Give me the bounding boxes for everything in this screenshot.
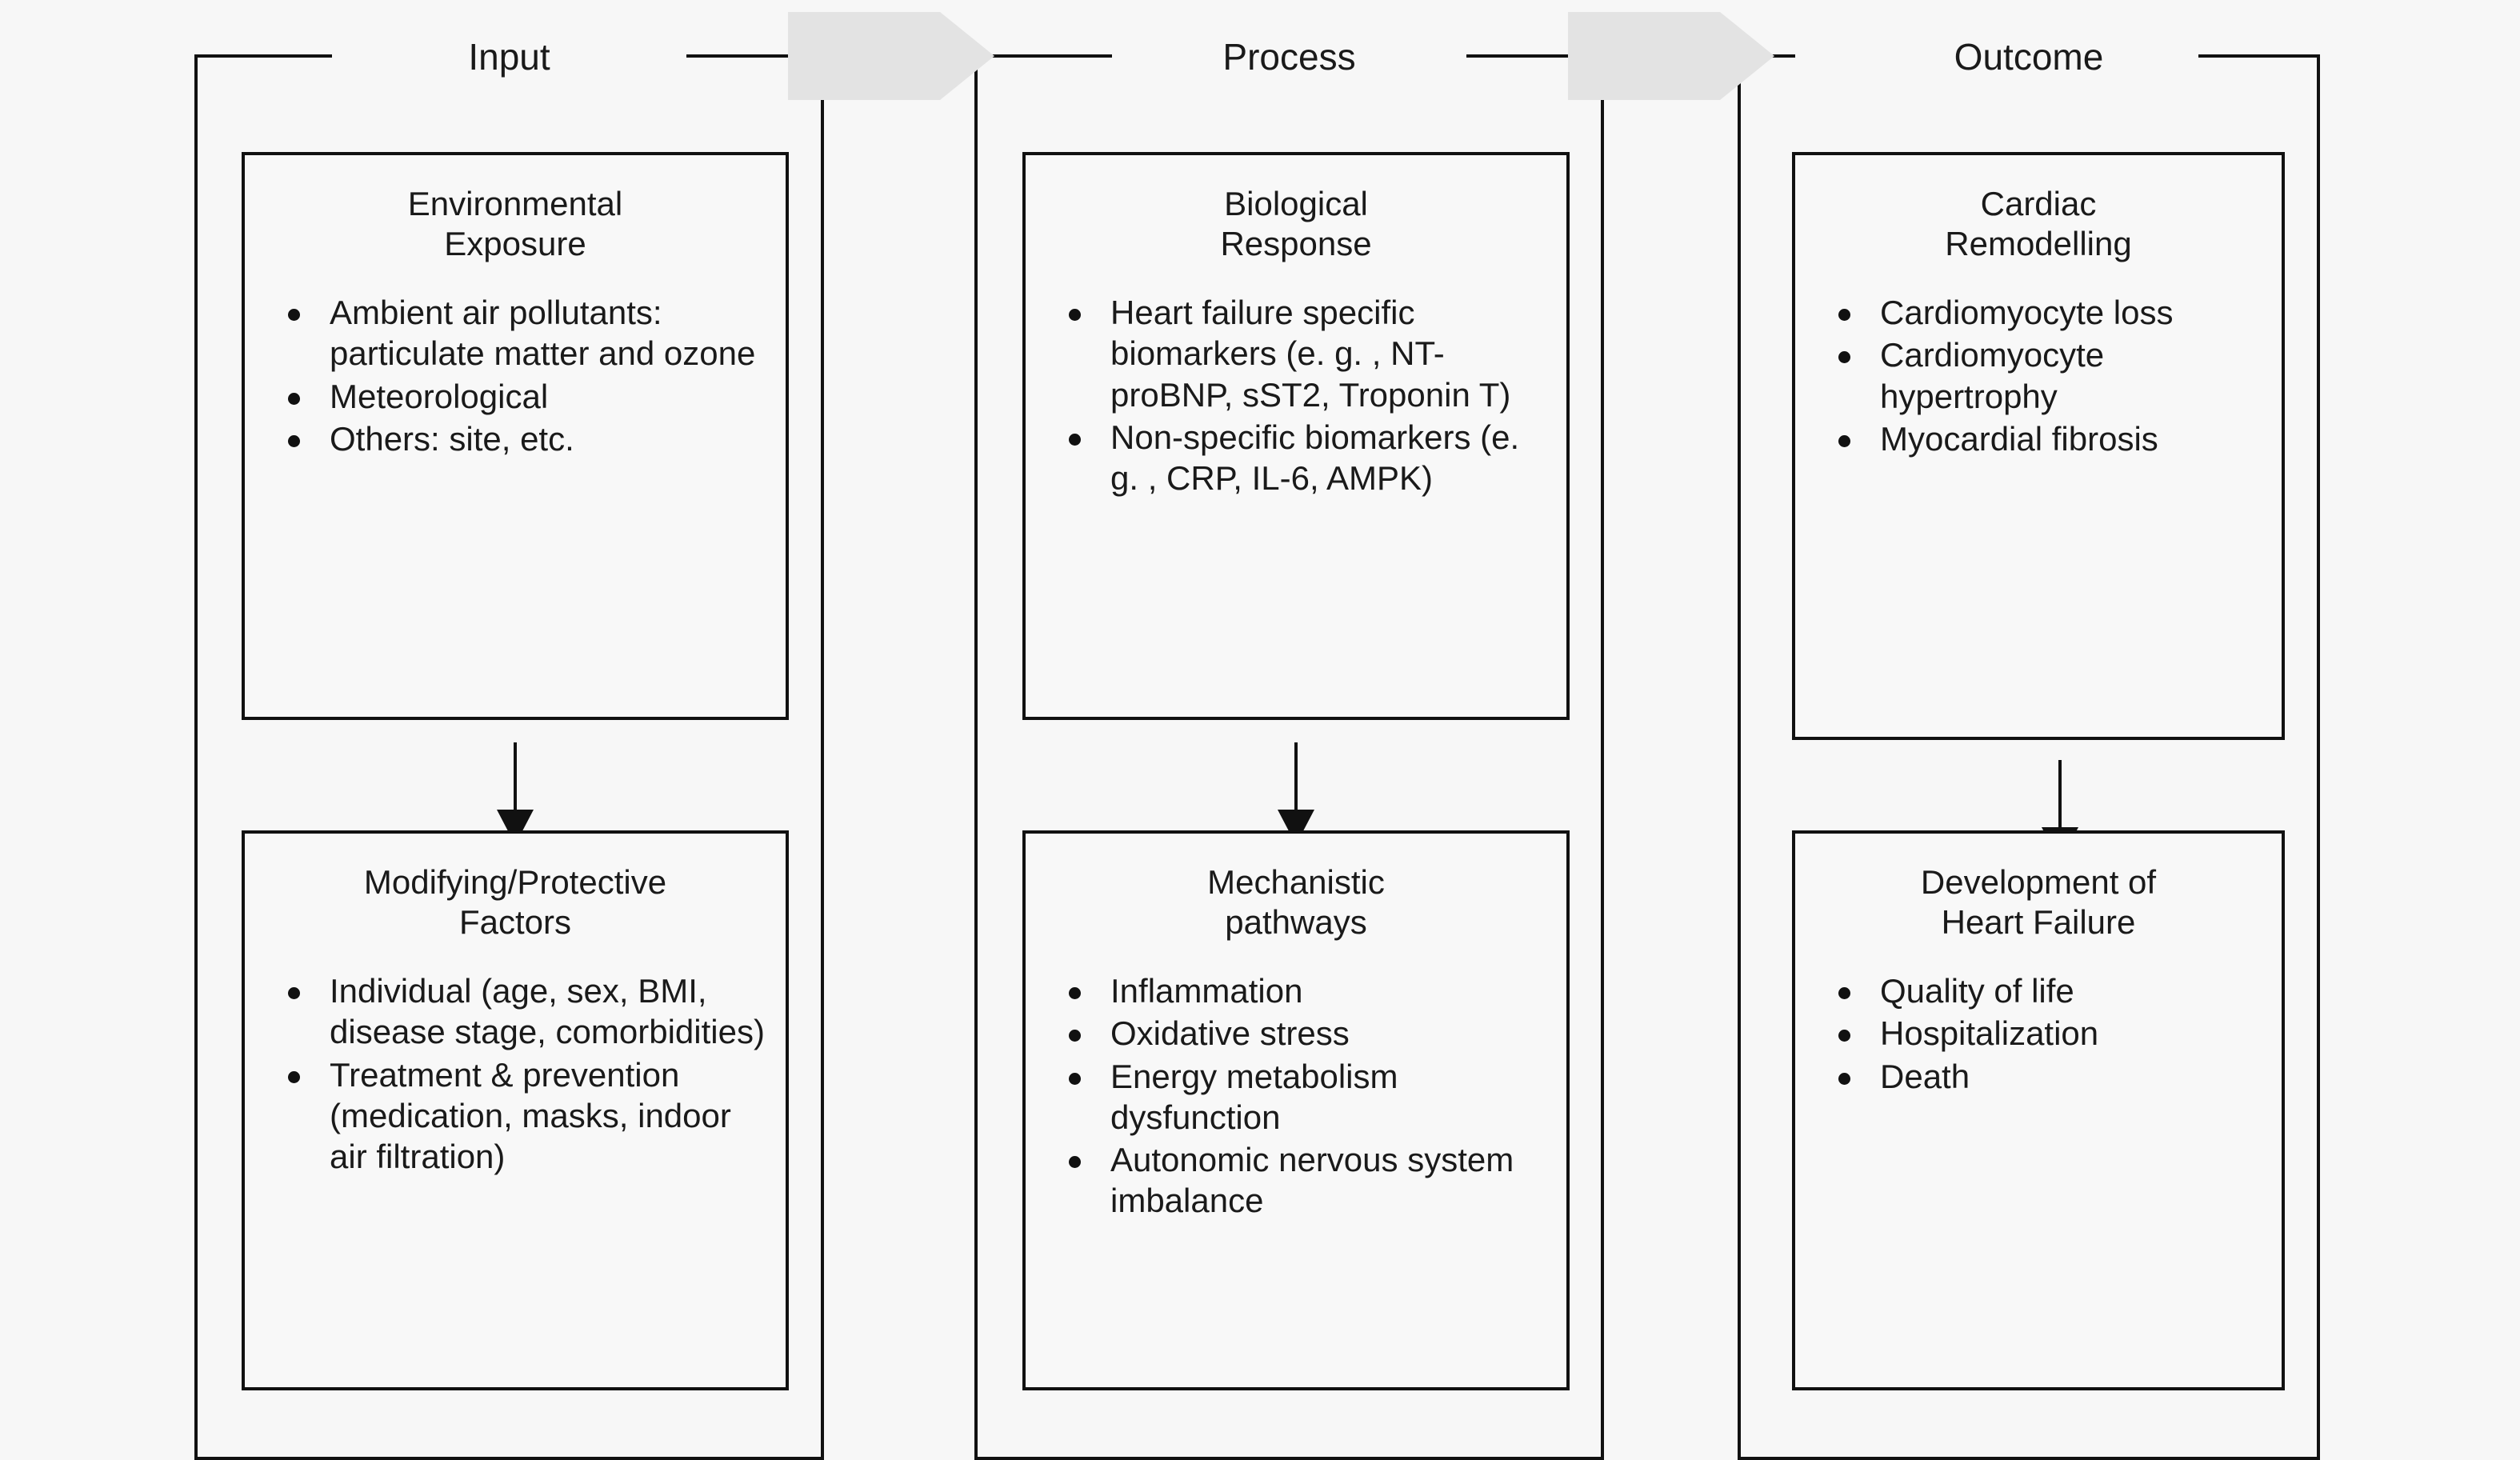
node-title-environmental-exposure: Environmental Exposure	[266, 184, 765, 263]
stage-top-border-left-input	[194, 54, 332, 58]
list-item: Quality of life	[1827, 970, 2261, 1011]
stage-top-border-right-process	[1466, 54, 1604, 58]
list-item: Energy metabolism dysfunction	[1058, 1056, 1546, 1138]
list-item: Others: site, etc.	[277, 418, 765, 459]
node-list-mechanistic-pathways: Inflammation Oxidative stress Energy met…	[1046, 970, 1546, 1221]
node-modifying-protective-factors: Modifying/Protective Factors Individual …	[242, 830, 789, 1390]
node-title-line-2: Heart Failure	[1941, 902, 2136, 941]
stage-top-border-right-outcome	[2198, 54, 2320, 58]
node-title-line-2: Factors	[458, 902, 572, 941]
node-list-cardiac-remodelling: Cardiomyocyte loss Cardiomyocyte hypertr…	[1816, 292, 2261, 459]
node-title-mechanistic-pathways: Mechanistic pathways	[1046, 862, 1546, 942]
node-biological-response: Biological Response Heart failure specif…	[1022, 152, 1570, 720]
node-title-line-2: pathways	[1225, 902, 1367, 941]
node-title-cardiac-remodelling: Cardiac Remodelling	[1816, 184, 2261, 263]
node-environmental-exposure: Environmental Exposure Ambient air pollu…	[242, 152, 789, 720]
list-item: Non-specific biomarkers (e. g. , CRP, IL…	[1058, 417, 1546, 498]
arrow-shaft	[1294, 742, 1298, 813]
node-title-line-1: Environmental	[407, 185, 623, 222]
arrow-shaft	[514, 742, 517, 813]
node-title-line-1: Development of	[1920, 863, 2157, 901]
list-item: Treatment & prevention (medication, mask…	[277, 1054, 765, 1178]
stage-arrow-process-to-outcome	[1568, 12, 1774, 100]
stage-arrow-tip	[940, 12, 994, 100]
down-arrow-input	[497, 742, 534, 845]
node-list-development-of-heart-failure: Quality of life Hospitalization Death	[1816, 970, 2261, 1097]
node-mechanistic-pathways: Mechanistic pathways Inflammation Oxidat…	[1022, 830, 1570, 1390]
stage-arrow-tip	[1720, 12, 1774, 100]
list-item: Cardiomyocyte loss	[1827, 292, 2261, 333]
node-title-line-2: Response	[1220, 224, 1372, 262]
stage-arrow-input-to-process	[788, 12, 994, 100]
list-item: Hospitalization	[1827, 1013, 2261, 1054]
stage-label-input: Input	[468, 36, 550, 78]
stage-top-border-right-input	[686, 54, 824, 58]
node-title-line-1: Mechanistic	[1207, 863, 1385, 901]
node-list-biological-response: Heart failure specific biomarkers (e. g.…	[1046, 292, 1546, 498]
stage-top-border-left-process	[974, 54, 1112, 58]
list-item: Cardiomyocyte hypertrophy	[1827, 334, 2261, 416]
node-title-line-1: Biological	[1224, 185, 1368, 222]
stage-arrow-body	[1568, 12, 1720, 100]
arrow-shaft	[2058, 760, 2062, 830]
node-list-environmental-exposure: Ambient air pollutants: particulate matt…	[266, 292, 765, 459]
node-cardiac-remodelling: Cardiac Remodelling Cardiomyocyte loss C…	[1792, 152, 2285, 740]
list-item: Death	[1827, 1056, 2261, 1097]
list-item: Heart failure specific biomarkers (e. g.…	[1058, 292, 1546, 415]
stage-label-outcome: Outcome	[1954, 36, 2104, 78]
node-title-line-2: Remodelling	[1945, 224, 2132, 262]
stage-arrow-body	[788, 12, 940, 100]
node-list-modifying-protective-factors: Individual (age, sex, BMI, disease stage…	[266, 970, 765, 1177]
list-item: Meteorological	[277, 376, 765, 417]
node-title-line-1: Modifying/Protective	[363, 863, 667, 901]
list-item: Oxidative stress	[1058, 1013, 1546, 1054]
list-item: Autonomic nervous system imbalance	[1058, 1139, 1546, 1221]
list-item: Inflammation	[1058, 970, 1546, 1011]
node-title-development-of-heart-failure: Development of Heart Failure	[1816, 862, 2261, 942]
down-arrow-process	[1278, 742, 1314, 845]
node-title-line-2: Exposure	[444, 224, 586, 262]
stage-container-process	[974, 54, 1604, 1460]
list-item: Myocardial fibrosis	[1827, 418, 2261, 459]
stage-container-input	[194, 54, 824, 1460]
list-item: Individual (age, sex, BMI, disease stage…	[277, 970, 765, 1052]
node-development-of-heart-failure: Development of Heart Failure Quality of …	[1792, 830, 2285, 1390]
node-title-biological-response: Biological Response	[1046, 184, 1546, 263]
list-item: Ambient air pollutants: particulate matt…	[277, 292, 765, 374]
node-title-modifying-protective-factors: Modifying/Protective Factors	[266, 862, 765, 942]
node-title-line-1: Cardiac	[1980, 185, 2097, 222]
stage-label-process: Process	[1222, 36, 1356, 78]
